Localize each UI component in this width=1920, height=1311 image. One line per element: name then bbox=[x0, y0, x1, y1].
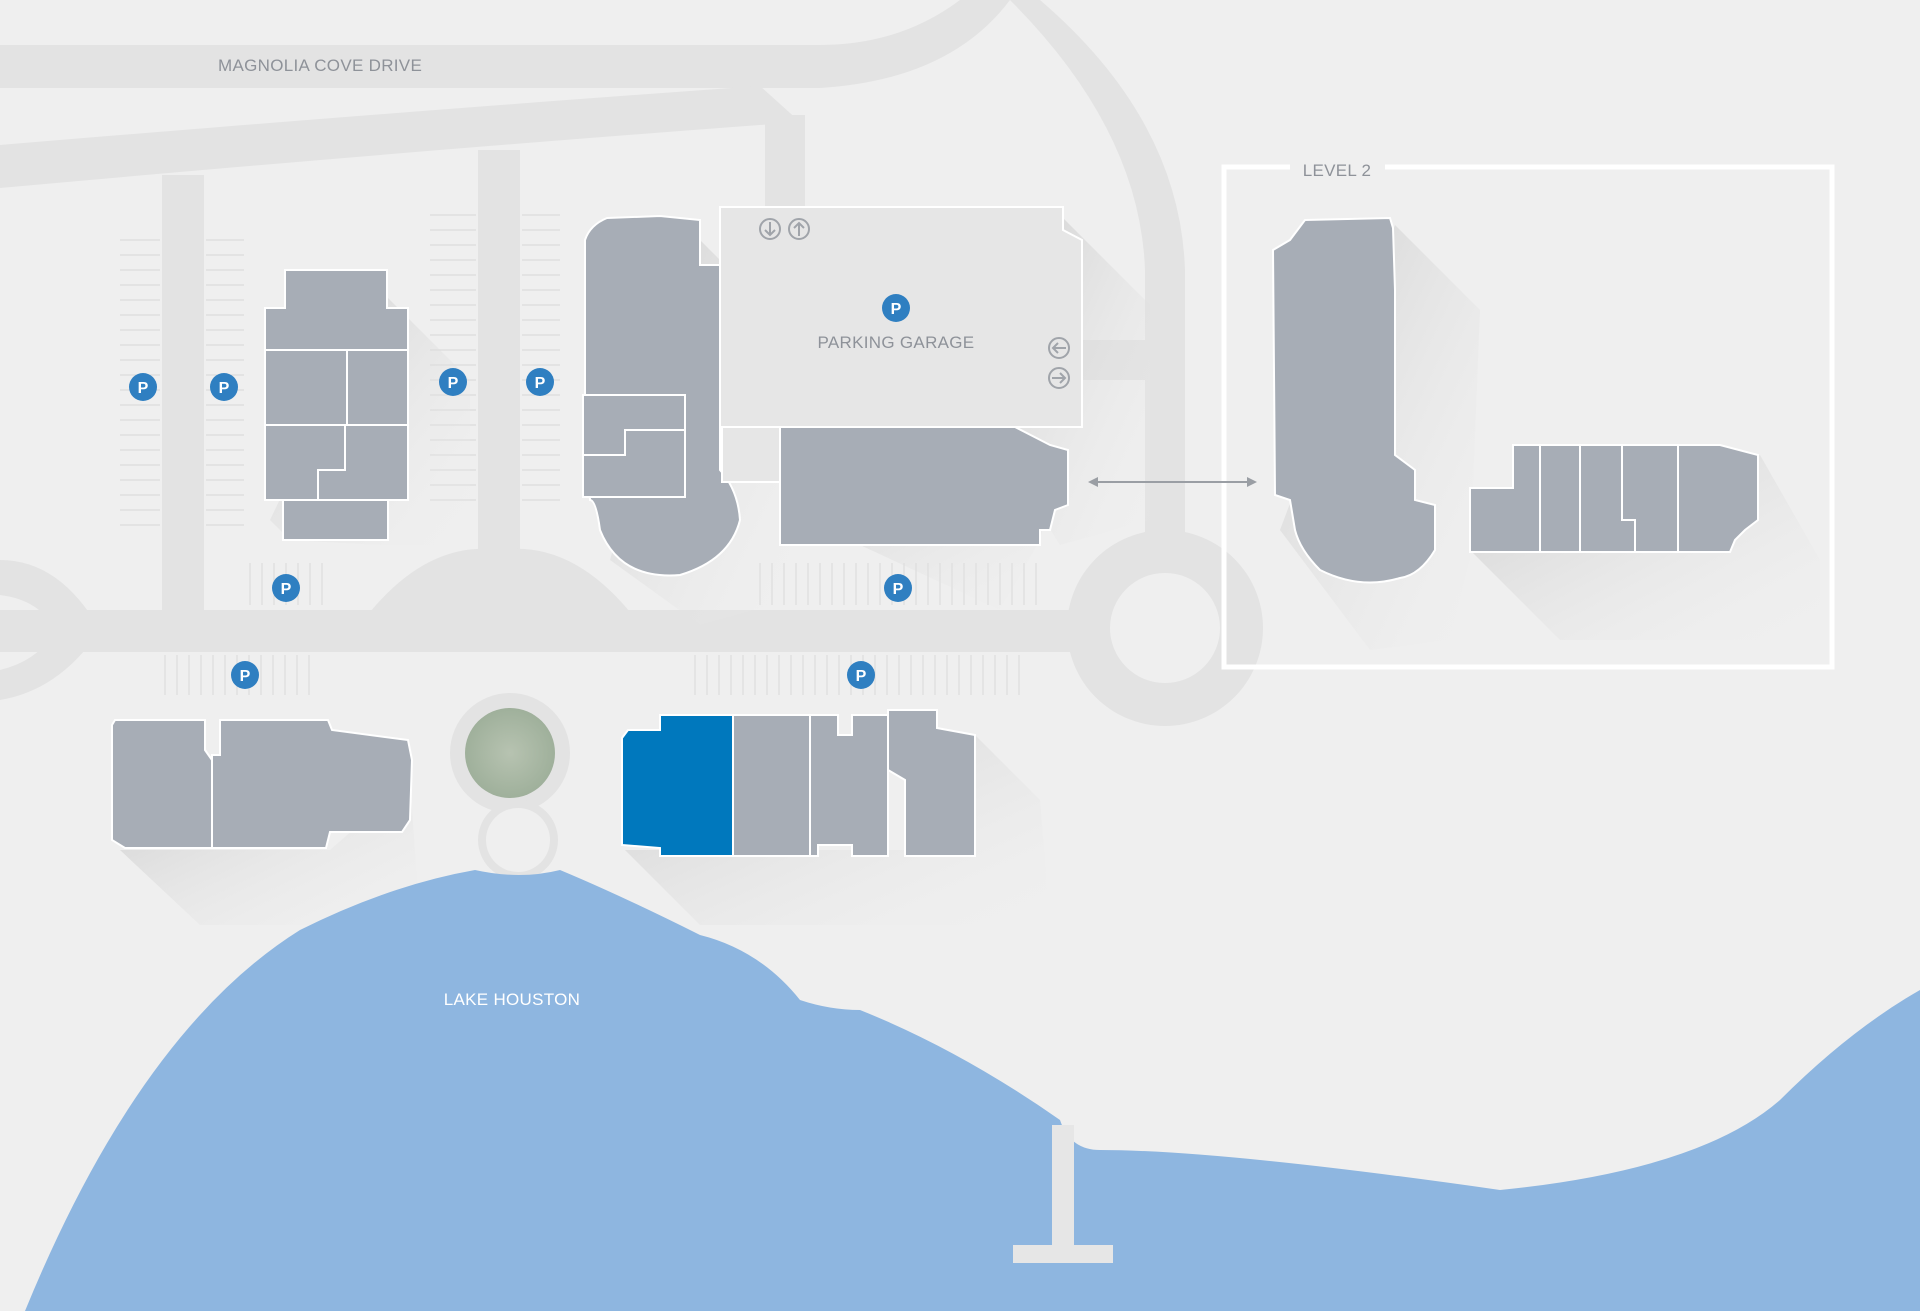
svg-text:P: P bbox=[138, 380, 149, 397]
parking-icon[interactable]: P bbox=[210, 373, 238, 401]
magnolia-cove-drive-road bbox=[0, 0, 1010, 88]
west-building-complex[interactable] bbox=[264, 269, 409, 541]
level-2-inset bbox=[1221, 155, 1835, 670]
svg-text:P: P bbox=[448, 375, 459, 392]
shadow-south-center bbox=[625, 735, 1050, 925]
street-label: MAGNOLIA COVE DRIVE bbox=[218, 56, 422, 75]
road-network bbox=[0, 0, 1263, 880]
west-curve-road bbox=[0, 560, 100, 700]
west-building-west[interactable] bbox=[264, 349, 348, 426]
south-west-unit-right[interactable] bbox=[211, 719, 414, 849]
shadow-south-west bbox=[120, 780, 420, 925]
parking-icon[interactable]: P bbox=[882, 294, 910, 322]
level-2-label: LEVEL 2 bbox=[1303, 161, 1372, 180]
parking-icon[interactable]: P bbox=[526, 368, 554, 396]
svg-text:P: P bbox=[893, 581, 904, 598]
green-space bbox=[465, 708, 555, 798]
tower-unit-2[interactable] bbox=[582, 429, 686, 498]
parking-icon[interactable]: P bbox=[439, 368, 467, 396]
svg-text:P: P bbox=[219, 380, 230, 397]
level-2-unit-2[interactable] bbox=[1539, 444, 1581, 553]
lake-houston bbox=[25, 870, 1920, 1311]
access-road-west bbox=[162, 175, 204, 615]
lake-label: LAKE HOUSTON bbox=[444, 990, 581, 1009]
fountain-walk-center bbox=[486, 808, 550, 872]
south-retail-unit-2[interactable] bbox=[732, 714, 811, 857]
level-2-retail[interactable] bbox=[1469, 444, 1759, 553]
dock bbox=[1013, 1125, 1113, 1263]
parking-loop-arc bbox=[370, 548, 630, 612]
main-road bbox=[0, 610, 1110, 652]
svg-text:P: P bbox=[240, 668, 251, 685]
parking-markers: P P P P P P P P P bbox=[129, 294, 912, 689]
buildings bbox=[111, 155, 1835, 857]
south-west-building[interactable] bbox=[111, 719, 414, 849]
arrow-up-circle-icon[interactable] bbox=[788, 218, 810, 240]
svg-text:P: P bbox=[535, 375, 546, 392]
garage-retail-building[interactable] bbox=[779, 426, 1069, 546]
level-2-label-bg bbox=[1290, 155, 1385, 180]
parking-icon[interactable]: P bbox=[884, 574, 912, 602]
svg-text:P: P bbox=[856, 668, 867, 685]
level-2-tower[interactable] bbox=[1271, 216, 1436, 584]
level-2-unit-5[interactable] bbox=[1677, 444, 1759, 553]
arrow-down-circle-icon[interactable] bbox=[759, 218, 781, 240]
svg-text:P: P bbox=[281, 581, 292, 598]
west-building-base[interactable] bbox=[282, 499, 389, 541]
feeder-road bbox=[0, 86, 800, 188]
central-tower[interactable] bbox=[582, 214, 742, 577]
roundabout-island bbox=[1110, 573, 1220, 683]
highlighted-retail-unit[interactable] bbox=[621, 714, 734, 857]
curved-access-road bbox=[1010, 0, 1185, 585]
arrow-right-circle-icon[interactable] bbox=[1048, 367, 1070, 389]
parking-icon[interactable]: P bbox=[847, 661, 875, 689]
south-retail-unit-4[interactable] bbox=[887, 709, 976, 857]
level-2-frame bbox=[1221, 164, 1835, 670]
south-retail-unit-3[interactable] bbox=[809, 714, 889, 857]
svg-text:P: P bbox=[891, 301, 902, 318]
parking-icon[interactable]: P bbox=[272, 574, 300, 602]
west-building-east[interactable] bbox=[346, 349, 409, 426]
south-retail-row[interactable] bbox=[621, 709, 976, 857]
garage-label: PARKING GARAGE bbox=[818, 333, 975, 352]
parking-icon[interactable]: P bbox=[231, 661, 259, 689]
access-road-center bbox=[478, 150, 520, 615]
parking-icon[interactable]: P bbox=[129, 373, 157, 401]
south-west-unit-left[interactable] bbox=[111, 719, 213, 849]
arrow-left-circle-icon[interactable] bbox=[1048, 337, 1070, 359]
garage-access-road bbox=[765, 115, 805, 215]
garage-connector bbox=[721, 426, 781, 483]
double-arrow-icon bbox=[1088, 477, 1257, 487]
west-building-upper[interactable] bbox=[264, 269, 409, 351]
